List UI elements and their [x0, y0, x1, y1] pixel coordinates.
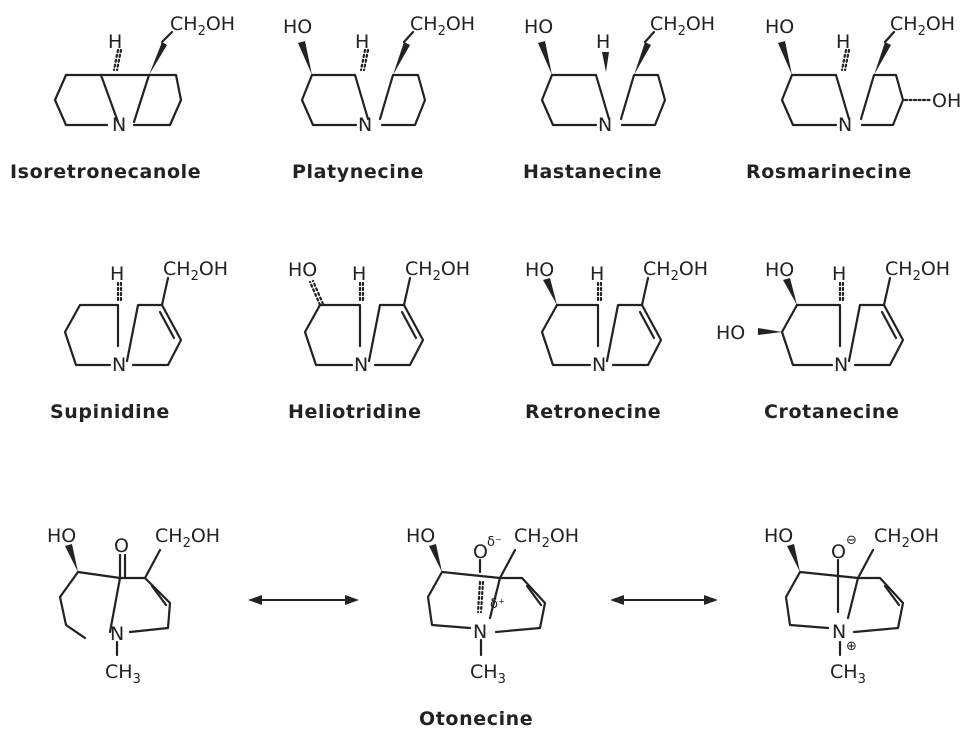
hydroxyl-label: HO: [283, 16, 312, 38]
atom-h: H: [110, 263, 124, 285]
atom-h: H: [355, 31, 369, 53]
atom-n: N: [358, 114, 372, 136]
structure-isoretronecanole: H N CH2OH Isoretronecanole: [10, 13, 235, 183]
atom-n: N: [354, 354, 368, 376]
structure-otonecine-keto: HO O N CH2OH CH3: [47, 525, 220, 687]
atom-n: N: [598, 114, 612, 136]
atom-n: N: [112, 354, 126, 376]
name-crotanecine: Crotanecine: [764, 401, 899, 423]
hydroxyl-label: OH: [932, 90, 961, 112]
hydroxyl-label: HO: [47, 525, 76, 547]
negative-charge-icon: ⊖: [846, 533, 857, 548]
ch2oh-group: CH2OH: [650, 13, 715, 39]
wedge-bond: [149, 42, 167, 75]
ch2oh-group: CH2OH: [885, 258, 950, 284]
structure-supinidine: H N CH2OH Supinidine: [50, 258, 228, 423]
ch2oh-group: CH2OH: [514, 525, 579, 551]
structure-rosmarinecine: HO H N CH2OH OH Rosmarinecine: [746, 13, 961, 183]
atom-n: N: [834, 354, 848, 376]
atom-h: H: [836, 31, 850, 53]
hydroxyl-label: HO: [764, 525, 793, 547]
name-heliotridine: Heliotridine: [288, 401, 422, 423]
ch2oh-group: CH2OH: [405, 258, 470, 284]
methyl-group: CH3: [470, 661, 506, 687]
atom-h: H: [352, 263, 366, 285]
hydroxyl-label: HO: [765, 259, 794, 281]
hydroxyl-label: HO: [406, 525, 435, 547]
positive-charge-icon: ⊕: [846, 639, 857, 654]
structure-otonecine-partial-charge: HO O δ⁻ δ⁺ N CH2OH CH3: [406, 525, 579, 687]
hydroxyl-label: HO: [716, 322, 745, 344]
ch2oh-group: CH2OH: [643, 258, 708, 284]
structure-retronecine: HO H N CH2OH Retronecine: [525, 258, 708, 423]
structure-hastanecine: HO H N CH2OH Hastanecine: [523, 13, 715, 183]
name-rosmarinecine: Rosmarinecine: [746, 161, 912, 183]
delta-minus-label: δ⁻: [487, 535, 502, 550]
atom-n: N: [473, 621, 487, 643]
ch2oh-group: CH2OH: [170, 13, 235, 39]
atom-h: H: [832, 263, 846, 285]
atom-o: O: [831, 541, 846, 563]
hydroxyl-label: HO: [524, 16, 553, 38]
atom-n: N: [112, 114, 126, 136]
methyl-group: CH3: [830, 661, 866, 687]
ch2oh-group: CH2OH: [163, 258, 228, 284]
name-isoretronecanole: Isoretronecanole: [10, 161, 201, 183]
structure-otonecine-zwitterion: HO O ⊖ N ⊕ CH2OH CH3: [764, 525, 939, 687]
name-hastanecine: Hastanecine: [523, 161, 662, 183]
name-retronecine: Retronecine: [525, 401, 661, 423]
atom-h: H: [590, 263, 604, 285]
resonance-arrow: [610, 595, 718, 605]
atom-o: O: [114, 535, 129, 557]
hydroxyl-label: HO: [288, 259, 317, 281]
name-supinidine: Supinidine: [50, 401, 170, 423]
atom-o: O: [473, 541, 488, 563]
atom-h: H: [108, 31, 122, 53]
atom-h: H: [596, 31, 610, 53]
structure-crotanecine: HO HO H N CH2OH Crotanecine: [716, 258, 950, 423]
ch2oh-group: CH2OH: [890, 13, 955, 39]
methyl-group: CH3: [105, 661, 141, 687]
atom-n: N: [110, 623, 124, 645]
delta-plus-label: δ⁺: [490, 597, 505, 612]
atom-n: N: [592, 354, 606, 376]
structure-heliotridine: HO H N CH2OH Heliotridine: [288, 258, 470, 423]
name-otonecine: Otonecine: [419, 708, 533, 730]
ch2oh-group: CH2OH: [874, 525, 939, 551]
structure-platynecine: HO H N CH2OH Platynecine: [283, 13, 475, 183]
ch2oh-group: CH2OH: [155, 525, 220, 551]
resonance-arrow: [248, 595, 359, 605]
atom-n: N: [838, 114, 852, 136]
name-platynecine: Platynecine: [292, 161, 424, 183]
hydroxyl-label: HO: [765, 16, 794, 38]
atom-n: N: [832, 621, 846, 643]
ch2oh-group: CH2OH: [410, 13, 475, 39]
hydroxyl-label: HO: [525, 259, 554, 281]
